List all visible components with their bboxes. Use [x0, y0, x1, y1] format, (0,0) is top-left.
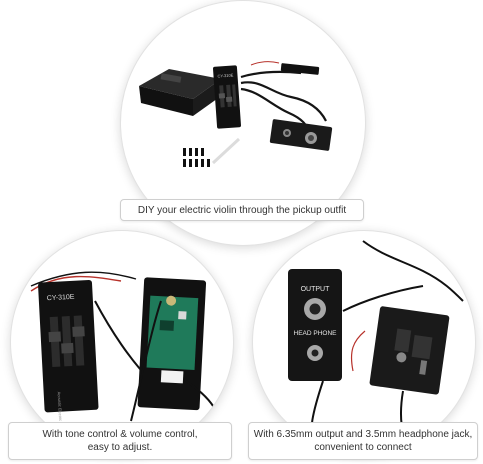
preamp-panel: CY-310E [213, 65, 241, 129]
preamp-model-label: CY-310E [217, 72, 234, 78]
battery-box [139, 69, 221, 116]
preamp-front-model: CY-310E [47, 294, 75, 302]
caption-left: With tone control & volume control, easy… [8, 422, 232, 460]
cable-tie [211, 137, 241, 165]
jack-plate-front [288, 269, 342, 381]
screws [183, 148, 210, 167]
caption-right-line2: convenient to connect [314, 442, 412, 453]
caption-right-line1: With 6.35mm output and 3.5mm headphone j… [253, 429, 473, 440]
caption-left-line1: With tone control & volume control, [42, 429, 198, 440]
headphone-label: HEAD PHONE [294, 330, 338, 337]
caption-top: DIY your electric violin through the pic… [120, 199, 364, 221]
preamp-illustration: CY-310E Acoustic Electric [30, 271, 217, 422]
preamp-photo: CY-310E Acoustic Electric [10, 230, 234, 454]
jack-plate [269, 119, 333, 151]
caption-right: With 6.35mm output and 3.5mm headphone j… [248, 422, 478, 460]
pickup-bar [280, 63, 320, 75]
preamp-side-text: Acoustic Electric [57, 392, 64, 422]
caption-top-text: DIY your electric violin through the pic… [137, 204, 347, 216]
jack-photo: OUTPUT HEAD PHONE [252, 230, 476, 454]
jack-plate-back [369, 306, 450, 395]
jack-illustration: OUTPUT HEAD PHONE [288, 240, 464, 453]
output-label: OUTPUT [301, 286, 331, 293]
caption-left-line2: easy to adjust. [87, 442, 153, 453]
red-wire [250, 61, 280, 66]
outfit-illustration: CY-310E [139, 61, 333, 167]
